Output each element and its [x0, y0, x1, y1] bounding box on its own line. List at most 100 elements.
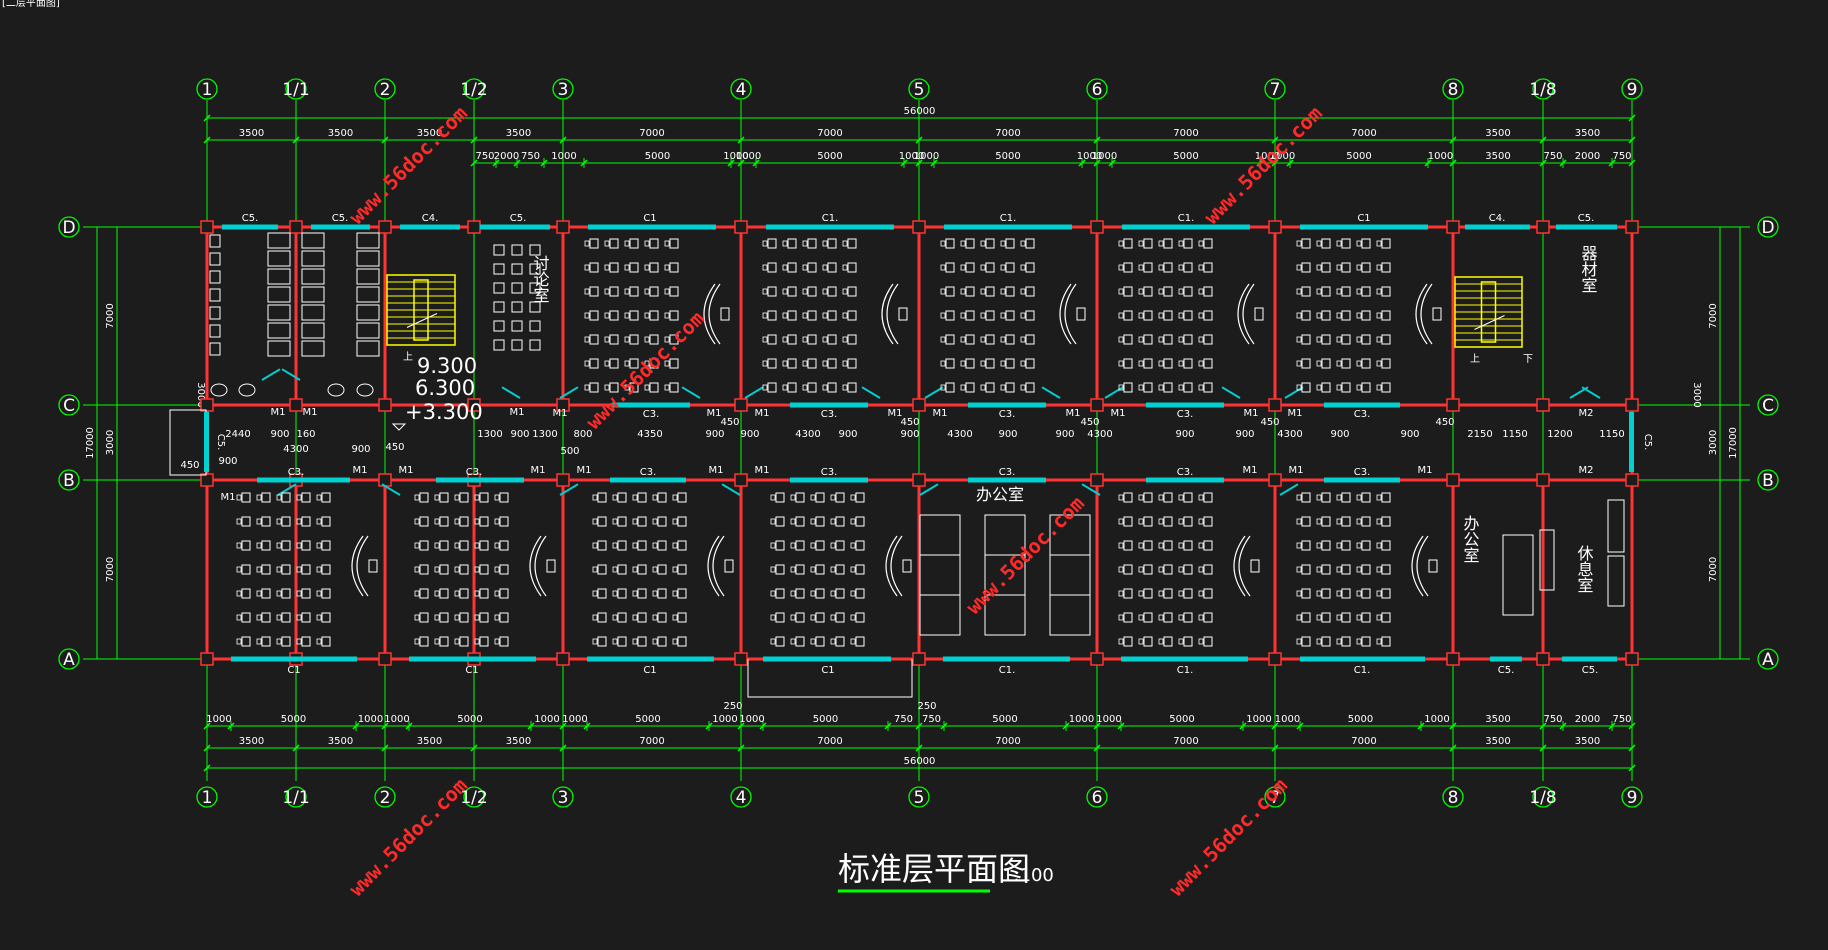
desk — [787, 238, 797, 249]
chair — [770, 494, 776, 501]
desk — [847, 286, 857, 297]
chair — [236, 638, 242, 645]
desk — [1361, 310, 1371, 321]
dim-bottom-1-slash — [352, 722, 360, 730]
dim-top-2-slash — [727, 159, 735, 167]
desk — [419, 492, 429, 503]
desk — [827, 262, 837, 273]
dim-bottom-1-slash — [759, 722, 767, 730]
chair — [790, 614, 796, 621]
desk — [419, 588, 429, 599]
discussion-seat — [511, 301, 523, 313]
desk — [1381, 238, 1391, 249]
chair — [1178, 542, 1184, 549]
window-label-top: C1. — [822, 213, 839, 224]
chair — [584, 360, 590, 367]
chair — [790, 590, 796, 597]
desk — [1163, 492, 1173, 503]
chair — [940, 264, 946, 271]
drawing-scale: 1:100 — [1002, 865, 1054, 886]
chair — [842, 360, 848, 367]
desk — [1321, 636, 1331, 647]
desk — [1341, 286, 1351, 297]
chair — [1138, 240, 1144, 247]
desk — [1361, 358, 1371, 369]
chair — [1178, 312, 1184, 319]
desk — [827, 310, 837, 321]
door-swing — [1041, 386, 1061, 399]
axis-bottom-4: 3 — [558, 788, 569, 808]
chair — [1118, 360, 1124, 367]
desk — [1203, 564, 1213, 575]
chair — [1000, 336, 1006, 343]
dim-bottom-2-slash — [915, 744, 923, 752]
chair — [1316, 360, 1322, 367]
chair — [672, 494, 678, 501]
dim-top-2-label: 1000 — [723, 151, 748, 162]
window-label-corridor-bottom: C3. — [999, 467, 1016, 478]
desk — [1183, 540, 1193, 551]
door-swing — [919, 483, 939, 496]
axis-top-2: 2 — [380, 80, 391, 100]
dim-bottom-2-slash — [1628, 744, 1636, 752]
chair — [612, 542, 618, 549]
dim-top-2-label: 5000 — [995, 151, 1020, 162]
chair — [236, 494, 242, 501]
window-corridor-south — [968, 477, 1046, 483]
window-corridor-south — [1324, 477, 1400, 483]
chair — [1198, 384, 1204, 391]
discussion-seat — [529, 320, 541, 332]
desk — [1301, 286, 1311, 297]
desk — [479, 636, 489, 647]
window-label-bottom: C1. — [1354, 665, 1371, 676]
desk — [1203, 540, 1213, 551]
desk — [597, 588, 607, 599]
chair — [1000, 384, 1006, 391]
desk — [459, 516, 469, 527]
desk — [281, 612, 291, 623]
desk — [1163, 382, 1173, 393]
dim-top-2-slash — [900, 159, 908, 167]
desk — [281, 636, 291, 647]
chair — [1356, 566, 1362, 573]
toilet-stall — [301, 340, 325, 357]
desk — [629, 286, 639, 297]
chair — [810, 614, 816, 621]
chair — [1316, 542, 1322, 549]
chair — [454, 638, 460, 645]
door-label: M1 — [399, 465, 414, 476]
window-label-bottom: C1. — [999, 665, 1016, 676]
chair — [276, 614, 282, 621]
desk — [1163, 588, 1173, 599]
desk — [1321, 540, 1331, 551]
chair — [1356, 518, 1362, 525]
dim-bottom-1-label: 1000 — [1246, 714, 1271, 725]
desk — [649, 238, 659, 249]
desk — [1123, 492, 1133, 503]
desk — [1143, 612, 1153, 623]
window-label-top: C5. — [1578, 213, 1595, 224]
door-label: M1 — [531, 465, 546, 476]
dim-bottom-2-label: 7000 — [639, 736, 664, 747]
dim-bottom-1-label: 750 — [1612, 714, 1631, 725]
chair — [316, 518, 322, 525]
axis-top-11: 9 — [1627, 80, 1638, 100]
chair — [1316, 590, 1322, 597]
door-label: M1 — [755, 465, 770, 476]
column — [1536, 398, 1550, 412]
dim-top-2-slash — [1424, 159, 1432, 167]
chair — [1336, 264, 1342, 271]
desk — [795, 516, 805, 527]
chair — [1158, 360, 1164, 367]
desk — [617, 492, 627, 503]
header-tab[interactable]: [二层平面图] — [2, 0, 60, 9]
desk — [1183, 334, 1193, 345]
desk — [815, 492, 825, 503]
dim-bottom-1-label: 1000 — [358, 714, 383, 725]
axis-bottom-0-circle — [196, 786, 218, 808]
desk — [617, 588, 627, 599]
desk — [637, 588, 647, 599]
dim-bottom-1-slash — [1539, 722, 1547, 730]
axis-top-10-circle — [1532, 78, 1554, 100]
corridor-dim-mid: 450 — [1080, 417, 1099, 428]
